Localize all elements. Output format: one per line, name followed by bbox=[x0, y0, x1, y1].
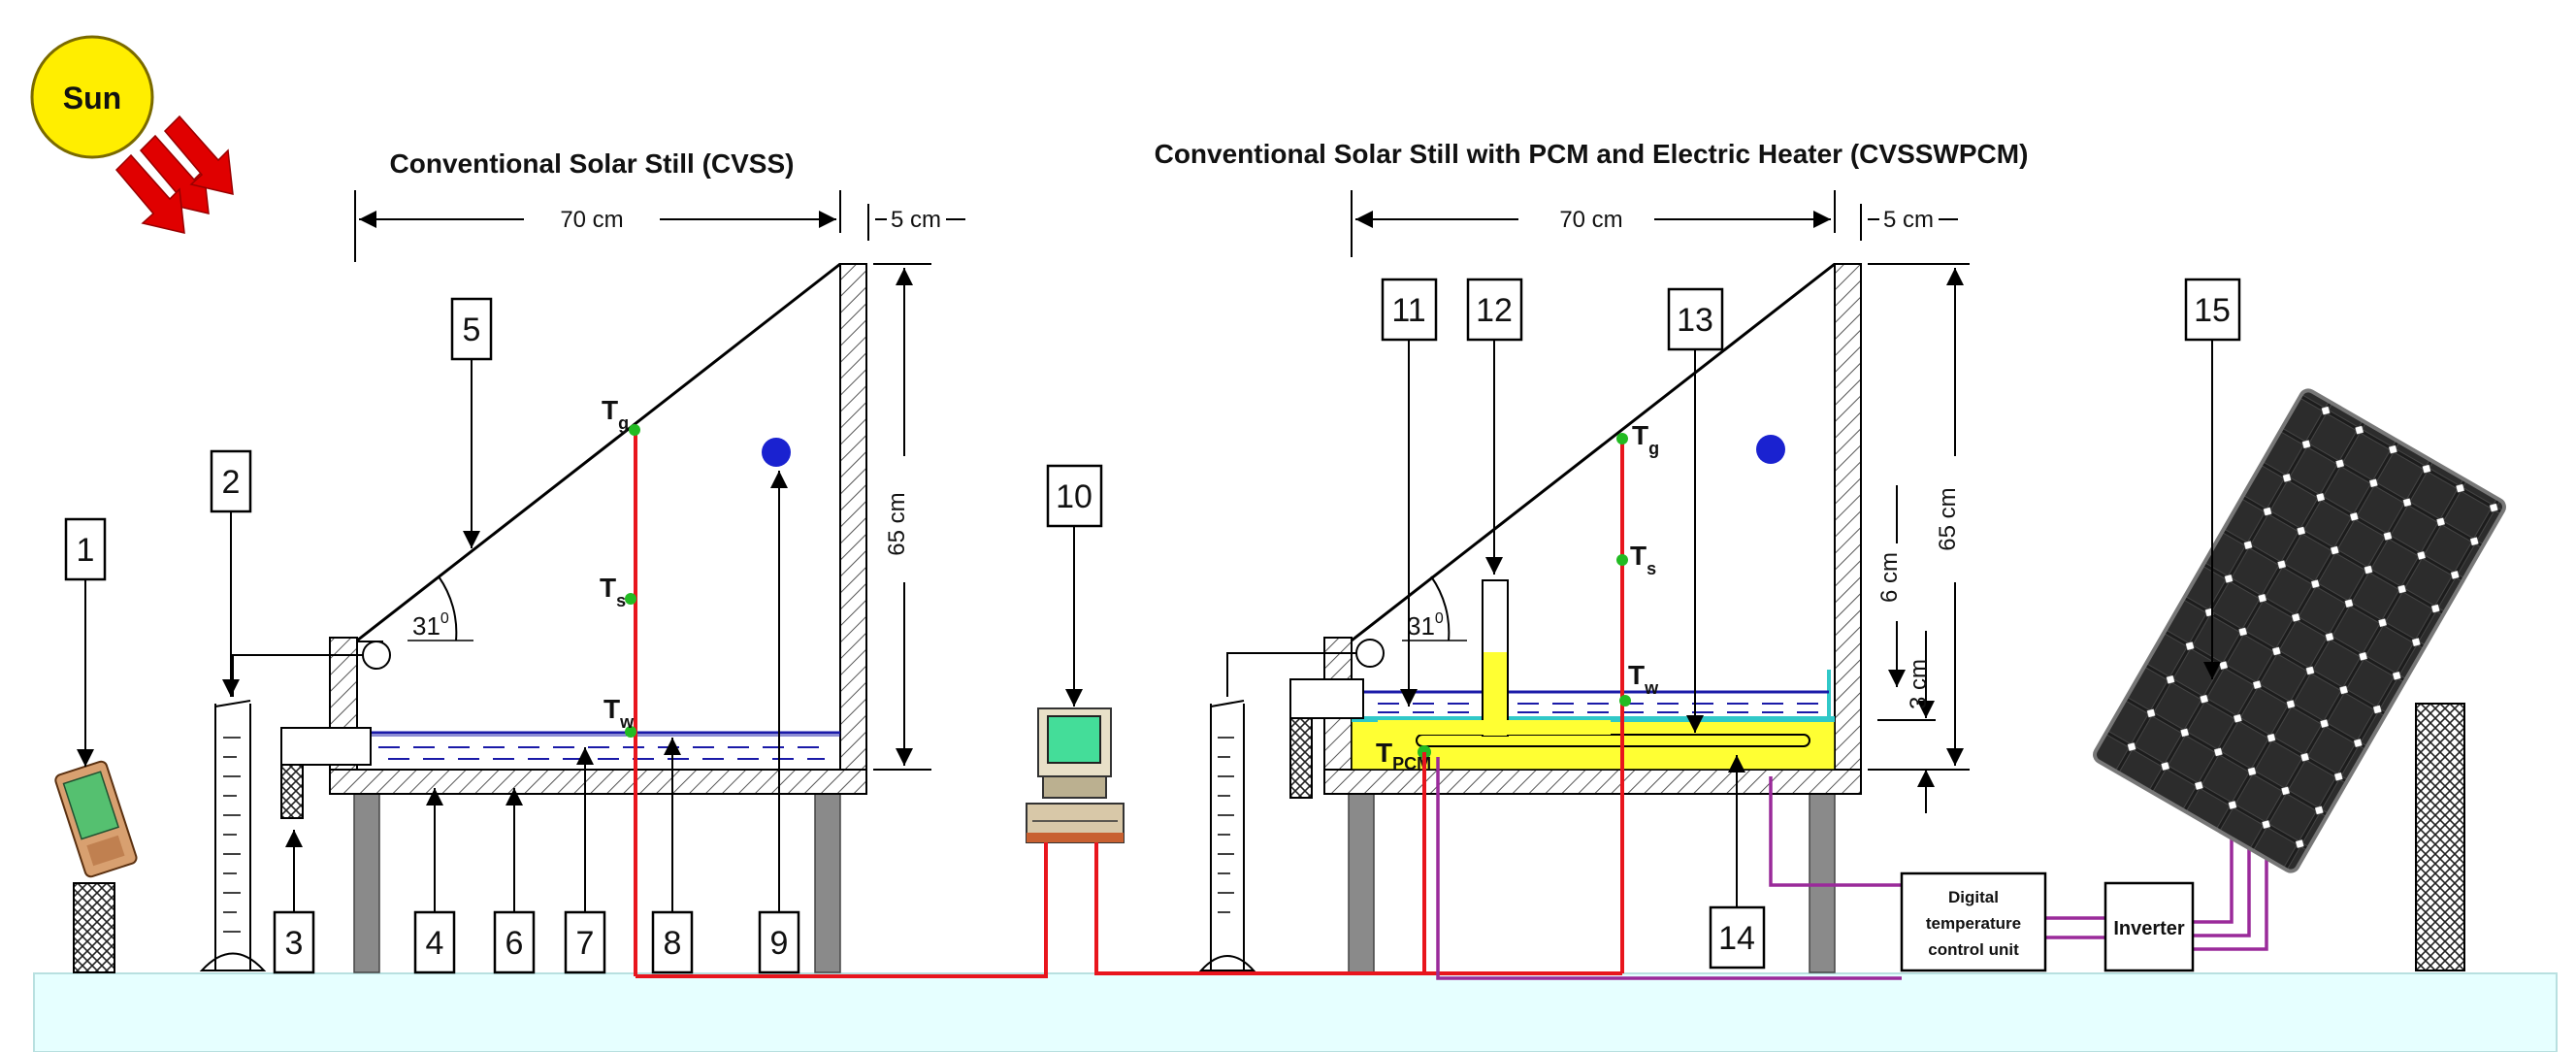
dim-width-right-label: 70 cm bbox=[1559, 207, 1622, 233]
leg bbox=[814, 793, 841, 973]
dim-height-left-label: 65 cm bbox=[884, 492, 910, 555]
tw-label-right: Tw bbox=[1628, 660, 1659, 698]
solar-panel bbox=[2093, 388, 2506, 971]
callout-11: 11 bbox=[1391, 292, 1425, 329]
inlet-pipe bbox=[1289, 678, 1364, 719]
back-wall bbox=[1834, 263, 1862, 771]
tw-label-left: Tw bbox=[603, 694, 635, 732]
dim-gap-3-label: 3 cm bbox=[1906, 659, 1932, 709]
callout-15: 15 bbox=[2194, 292, 2231, 329]
glass-cover bbox=[356, 262, 841, 642]
sun-label: Sun bbox=[63, 81, 121, 115]
measuring-cylinder-right bbox=[1198, 700, 1256, 971]
svg-text:Digital: Digital bbox=[1948, 888, 1999, 906]
dim-width-left-label: 70 cm bbox=[560, 207, 623, 233]
left-thermocouples: Tg Ts Tw bbox=[600, 395, 640, 976]
leg bbox=[1809, 793, 1836, 973]
power-wires bbox=[1436, 757, 2268, 980]
callouts: 1 2 3 4 5 6 7 8 9 10 bbox=[64, 278, 2241, 974]
still-right bbox=[1226, 262, 1862, 973]
leg bbox=[353, 793, 380, 973]
dim-width-right: 70 cm bbox=[1351, 190, 1836, 257]
still-left bbox=[232, 262, 867, 973]
dim-wall-left: 5 cm bbox=[867, 204, 965, 241]
sun-rays-icon bbox=[114, 115, 234, 234]
callout-6: 6 bbox=[505, 925, 524, 962]
vapor-droplet bbox=[762, 438, 791, 467]
data-logger-computer bbox=[1026, 707, 1125, 843]
glass-temp-sensor bbox=[629, 424, 640, 436]
collection-channel bbox=[362, 641, 391, 670]
callout-3: 3 bbox=[285, 925, 304, 962]
inverter: Inverter bbox=[2103, 881, 2195, 972]
inlet-pipe bbox=[280, 727, 372, 766]
tg-label-left: Tg bbox=[602, 395, 629, 433]
callout-10: 10 bbox=[1056, 478, 1092, 515]
svg-text:temperature: temperature bbox=[1926, 914, 2021, 933]
steam-temp-sensor bbox=[625, 593, 636, 605]
steam-temp-sensor bbox=[1616, 554, 1628, 566]
water-temp-sensor bbox=[625, 726, 636, 738]
measuring-cylinder-left bbox=[199, 700, 267, 971]
ts-label-left: Ts bbox=[600, 573, 626, 610]
vapor-droplet bbox=[1756, 435, 1785, 464]
callout-2: 2 bbox=[222, 464, 241, 501]
tpcm-label: TPCM bbox=[1376, 738, 1431, 773]
dim-gap-right: 6 cm 3 cm bbox=[1876, 485, 1936, 813]
ground bbox=[33, 972, 2558, 1052]
dim-height-right-label: 65 cm bbox=[1935, 487, 1961, 550]
callout-4: 4 bbox=[426, 925, 444, 962]
water-temp-sensor bbox=[1619, 695, 1631, 707]
dim-height-left: 65 cm bbox=[873, 263, 931, 771]
collection-channel bbox=[1355, 639, 1385, 668]
tg-label-right: Tg bbox=[1632, 420, 1659, 458]
sun-icon bbox=[30, 35, 154, 159]
callout-7: 7 bbox=[576, 925, 595, 962]
callout-8: 8 bbox=[664, 925, 682, 962]
inner-basin bbox=[1352, 716, 1835, 722]
thermocouple-wires bbox=[636, 752, 1622, 978]
electric-heater bbox=[1416, 734, 1810, 747]
callout-9: 9 bbox=[770, 925, 789, 962]
leg bbox=[1348, 793, 1375, 973]
callout-5: 5 bbox=[463, 312, 481, 348]
right-thermocouples: Tg Ts Tw TPCM bbox=[1376, 420, 1659, 973]
dim-wall-right: 5 cm bbox=[1860, 204, 1958, 241]
sun: Sun bbox=[30, 35, 234, 234]
dim-width-left: 70 cm bbox=[354, 190, 841, 262]
title-cvsswpcm: Conventional Solar Still with PCM and El… bbox=[1155, 139, 2029, 169]
angle-right: 310 bbox=[1407, 610, 1444, 641]
callout-12: 12 bbox=[1476, 292, 1513, 329]
basin-base bbox=[329, 769, 867, 795]
angle-left: 310 bbox=[412, 610, 449, 641]
glass-temp-sensor bbox=[1616, 433, 1628, 444]
handheld-device bbox=[54, 760, 138, 973]
title-cvss: Conventional Solar Still (CVSS) bbox=[390, 148, 795, 179]
callout-1: 1 bbox=[77, 532, 95, 569]
dim-wall-left-label: 5 cm bbox=[891, 207, 941, 233]
device-post bbox=[73, 882, 115, 973]
svg-text:Inverter: Inverter bbox=[2113, 918, 2185, 939]
dim-wall-right-label: 5 cm bbox=[1883, 207, 1934, 233]
panel-post bbox=[2415, 703, 2465, 971]
inlet-valve bbox=[1289, 717, 1313, 799]
callout-13: 13 bbox=[1677, 302, 1713, 339]
back-wall bbox=[839, 263, 867, 771]
digital-temperature-control-unit: Digital temperature control unit bbox=[1900, 871, 2047, 972]
callout-14: 14 bbox=[1718, 920, 1755, 957]
inlet-valve bbox=[280, 764, 304, 819]
svg-text:control unit: control unit bbox=[1928, 940, 2019, 959]
dim-gap-6-label: 6 cm bbox=[1876, 552, 1903, 603]
ts-label-right: Ts bbox=[1630, 541, 1656, 578]
